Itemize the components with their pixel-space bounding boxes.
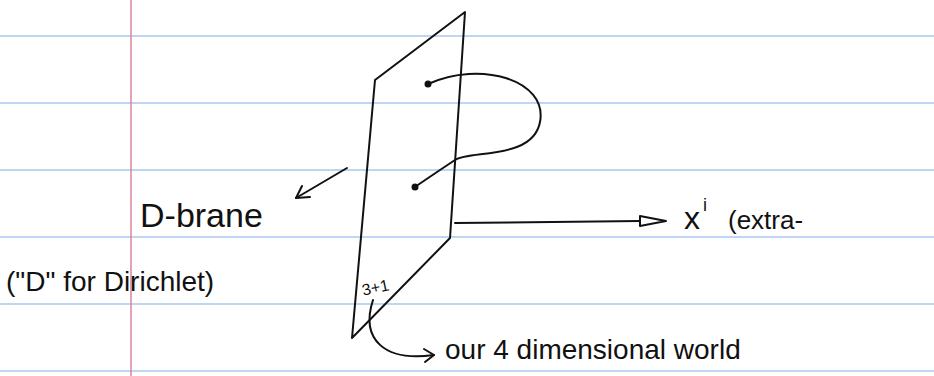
string-endpoint <box>413 185 418 190</box>
world-label: our 4 dimensional world <box>445 336 741 364</box>
dimension-label: 3+1 <box>361 277 391 298</box>
axis-symbol: x <box>684 202 700 234</box>
leader-arrowhead <box>296 186 310 198</box>
string-endpoint <box>426 82 431 87</box>
ruled-lines <box>0 36 934 371</box>
extra-dimension-axis <box>455 221 640 223</box>
leader-arrow <box>296 168 347 198</box>
brane-label: D-brane <box>140 198 263 232</box>
open-string <box>415 74 541 187</box>
axis-index: i <box>703 196 707 214</box>
margin-line <box>130 0 132 376</box>
axis-arrowhead <box>640 216 666 226</box>
brane-shape: 3+1 <box>348 8 470 344</box>
note-text: ("D" for Dirichlet) <box>6 268 214 296</box>
leader-curve <box>370 300 434 356</box>
axis-note: (extra- <box>728 207 803 233</box>
leader-arrowhead <box>424 349 434 362</box>
